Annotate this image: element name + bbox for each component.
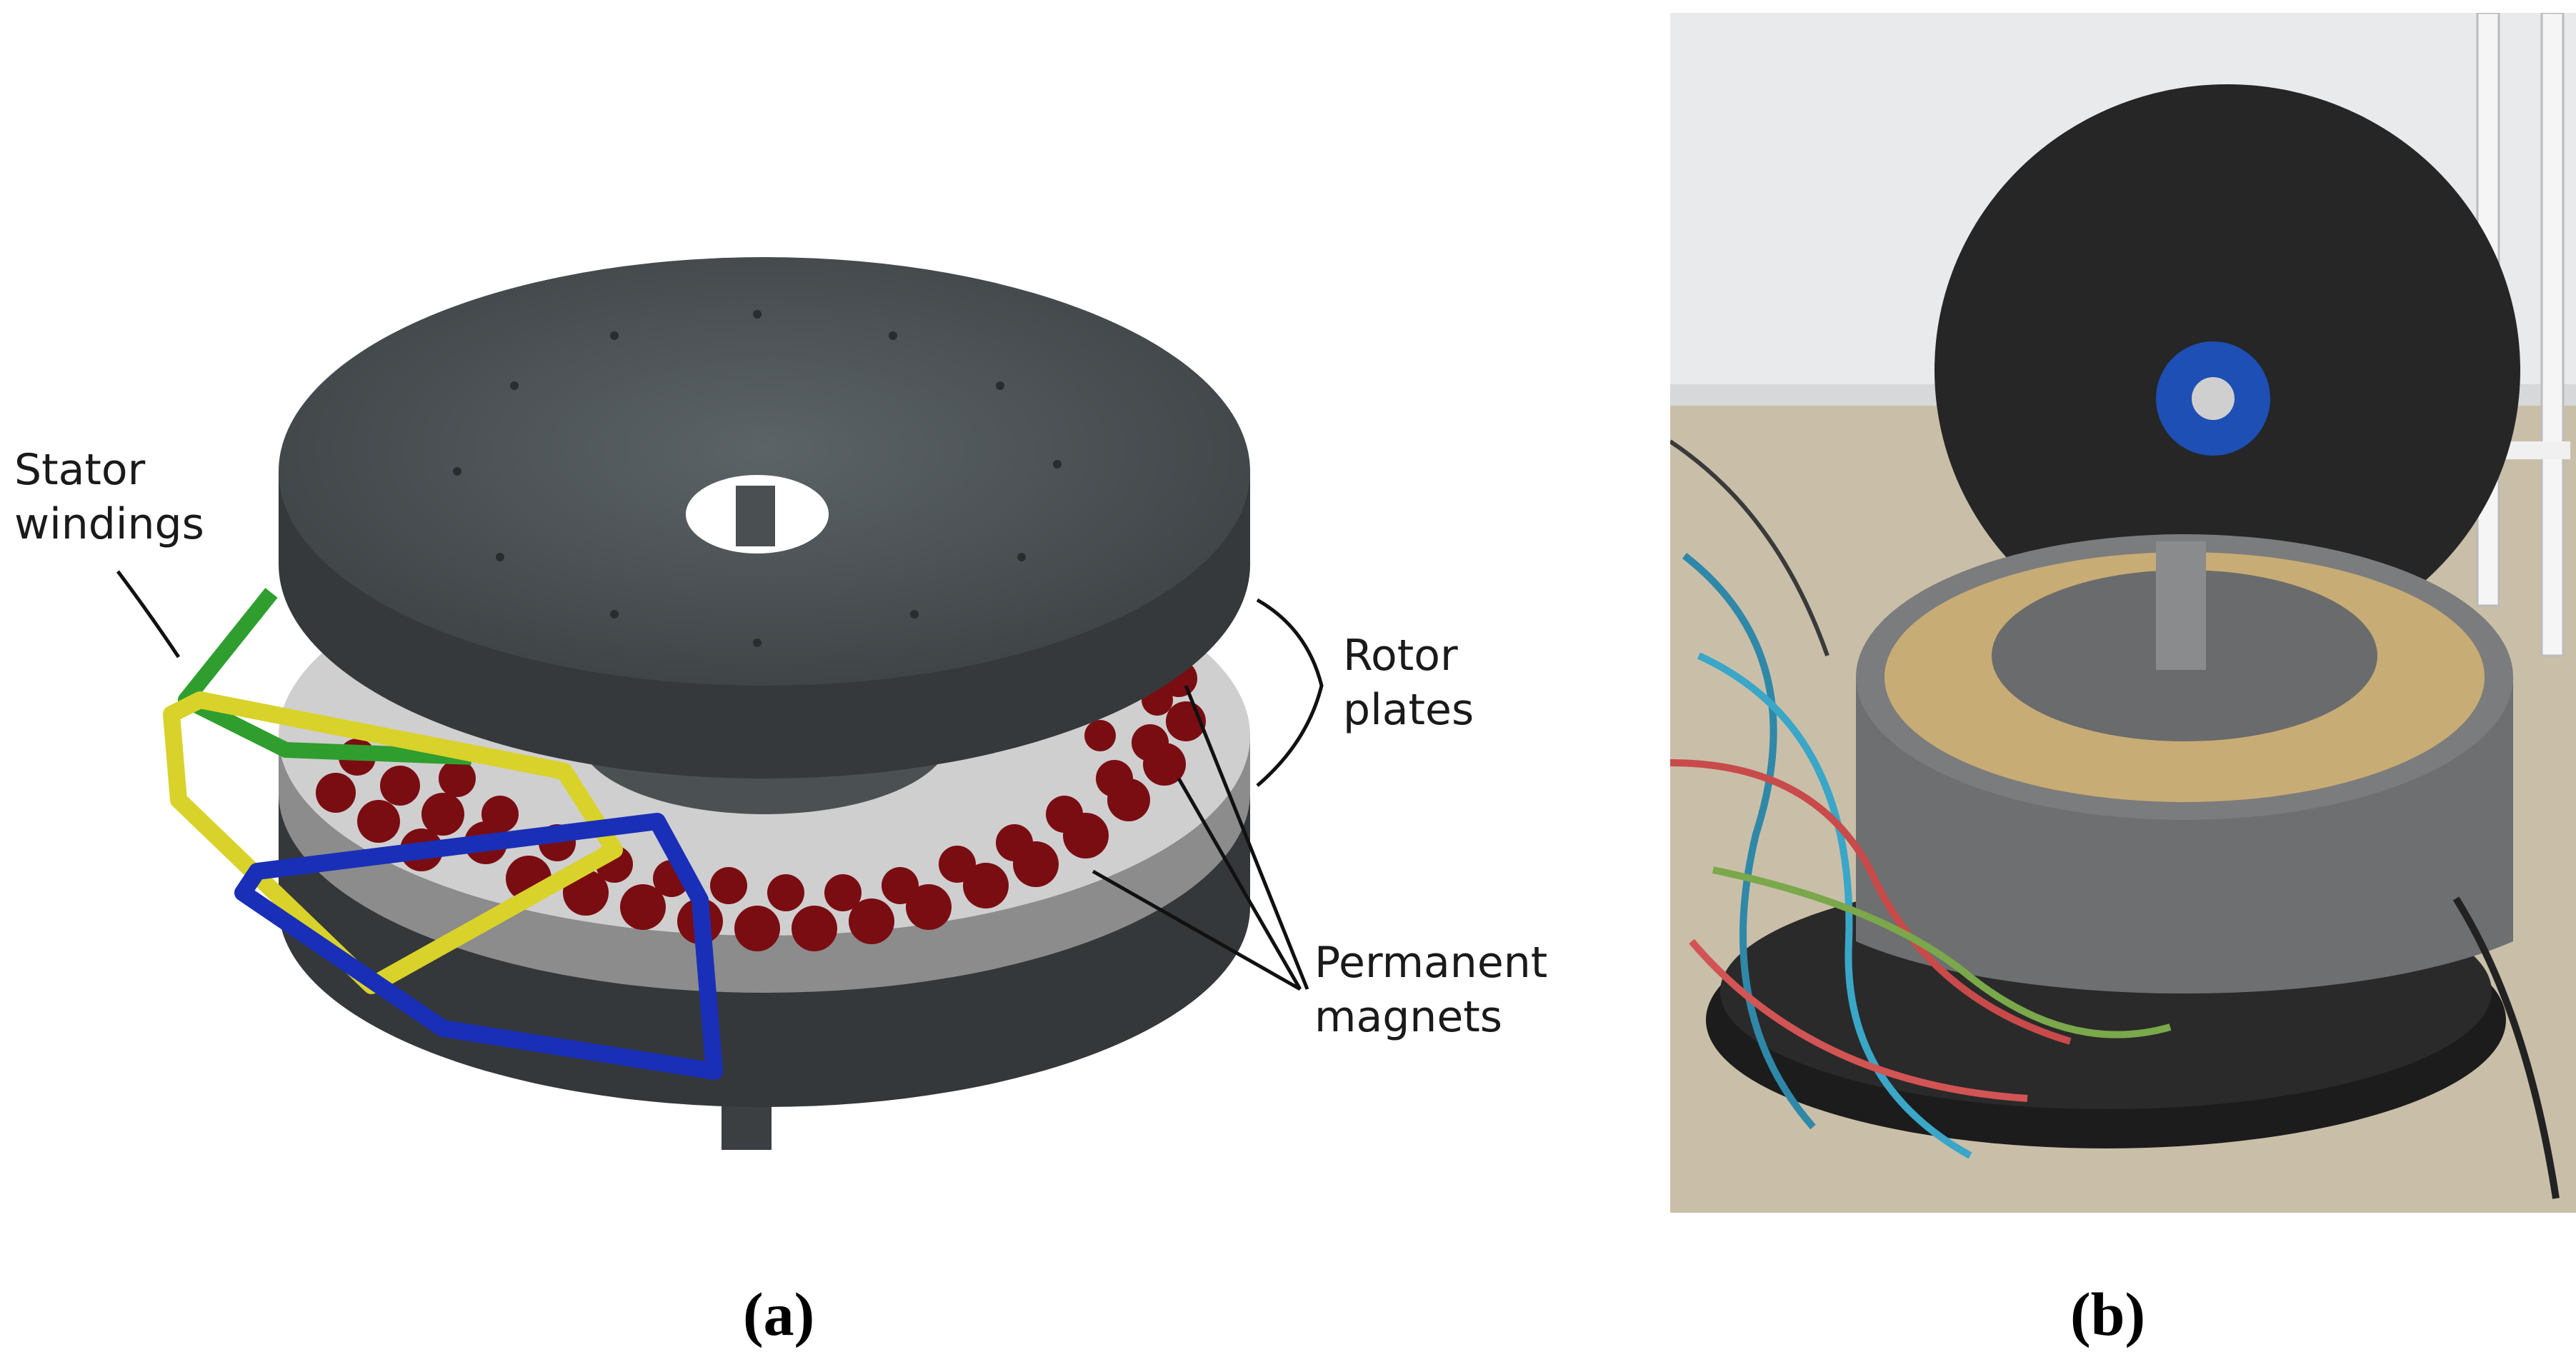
stator-windings-label: Stator windings [14,443,204,551]
panel-a-cad-rendering: Stator windings Rotor plates Permanent m… [14,257,1547,1150]
generator-photo [1669,11,2576,1213]
rotor-plates-label: Rotor plates [1343,629,1474,737]
magnet-leader-1 [1092,869,1302,991]
rotor-label-line1: Rotor [1343,631,1458,681]
panel-b-photograph [1669,11,2576,1213]
magnets-label-line2: magnets [1314,992,1503,1042]
center-shaft [736,486,775,546]
rotor-label-line2: plates [1343,685,1474,735]
winding-blue [234,813,723,1080]
magnets-label-line1: Permanent [1314,938,1548,988]
stator-leader-line [116,570,181,659]
winding-green [178,588,472,765]
hub-bore [2192,377,2235,420]
magnet-leader-3 [1184,685,1309,990]
photo-shaft [2156,541,2206,670]
stator-label-line2: windings [14,499,204,549]
winding-yellow [163,691,623,994]
caption-a: (a) [743,1280,815,1348]
permanent-magnets-label: Permanent magnets [1314,936,1547,1044]
cables [1669,439,2560,1199]
chair-leg-2 [2540,11,2565,657]
magnet-leader-2 [1177,777,1302,991]
stator-label-line1: Stator [14,445,146,495]
generator-cad-drawing [116,257,1324,1150]
upper-rotor-plate [279,257,1250,686]
rotor-brace [1256,598,1324,787]
chair-rail [2499,441,2570,459]
bolt-holes [453,310,1062,647]
caption-b: (b) [2070,1280,2146,1348]
